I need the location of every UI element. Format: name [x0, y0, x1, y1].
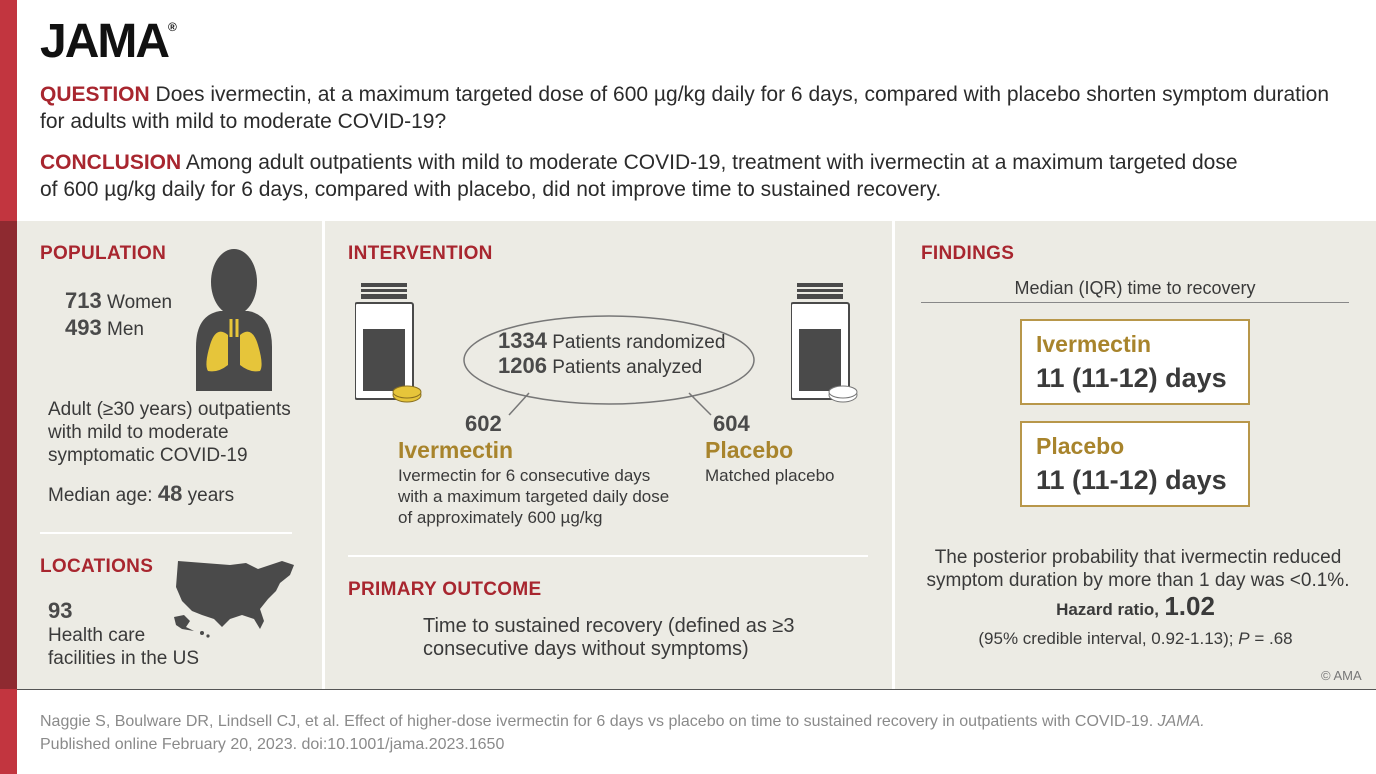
women-count: 713 — [65, 288, 102, 313]
hazard-ratio-label: Hazard ratio, — [1056, 600, 1160, 619]
conclusion-block: CONCLUSION Among adult outpatients with … — [40, 149, 1260, 203]
us-map-icon — [174, 561, 294, 638]
ivermectin-result-value: 11 (11-12) days — [1036, 363, 1227, 393]
intervention-divider — [348, 555, 868, 557]
credible-interval-text: (95% credible interval, 0.92-1.13); — [978, 629, 1234, 648]
analyzed-stat: 1206 Patients analyzed — [498, 354, 702, 379]
locations-description: Health care facilities in the US — [48, 625, 200, 669]
findings-panel: FINDINGS Median (IQR) time to recovery I… — [895, 221, 1376, 689]
question-text: Does ivermectin, at a maximum targeted d… — [40, 83, 1330, 133]
ivermectin-result-box: Ivermectin 11 (11-12) days — [1020, 319, 1250, 405]
findings-divider — [921, 302, 1349, 303]
findings-subheading: Median (IQR) time to recovery — [1014, 278, 1256, 298]
primary-outcome-heading: PRIMARY OUTCOME — [348, 579, 542, 600]
placebo-result-label: Placebo — [1036, 433, 1125, 459]
women-stat: 713 Women — [65, 289, 172, 314]
hazard-ratio-value: 1.02 — [1164, 591, 1215, 621]
population-divider — [40, 532, 292, 534]
locations-number: 93 — [48, 598, 73, 623]
copyright: © AMA — [1321, 668, 1362, 683]
findings-heading: FINDINGS — [921, 243, 1015, 264]
women-label: Women — [107, 292, 173, 313]
arm2-count-value: 604 — [713, 411, 750, 436]
intervention-panel: INTERVENTION 1334 Patients randomized 12… — [325, 221, 892, 689]
median-age: Median age: 48 years — [48, 482, 234, 507]
trademark-symbol: ® — [168, 20, 177, 34]
hazard-ratio: Hazard ratio, 1.02 — [895, 593, 1376, 621]
median-age-label: Median age: — [48, 485, 153, 506]
primary-outcome-text: Time to sustained recovery (defined as ≥… — [423, 615, 795, 660]
arm1-count: 602 — [465, 412, 502, 437]
conclusion-label: CONCLUSION — [40, 151, 182, 174]
person-lungs-icon — [196, 249, 272, 391]
placebo-result-box: Placebo 11 (11-12) days — [1020, 421, 1250, 507]
median-age-value: 48 — [157, 481, 183, 506]
analyzed-label: Patients analyzed — [552, 357, 703, 378]
locations-count: 93 — [48, 599, 72, 624]
randomized-count: 1334 — [498, 328, 547, 353]
randomized-ellipse — [463, 315, 755, 416]
jama-logo: JAMA® — [40, 14, 177, 69]
men-stat: 493 Men — [65, 316, 144, 341]
question-block: QUESTION Does ivermectin, at a maximum t… — [40, 81, 1350, 135]
arm2-count: 604 — [713, 412, 750, 437]
arm2-name: Placebo — [705, 437, 794, 463]
arm2-description: Matched placebo — [705, 466, 835, 485]
p-label: P — [1238, 629, 1250, 648]
locations-heading: LOCATIONS — [40, 556, 154, 577]
accent-bar-dark — [0, 221, 17, 689]
conclusion-text: Among adult outpatients with mild to mod… — [40, 151, 1238, 201]
placebo-result-value: 11 (11-12) days — [1036, 465, 1227, 495]
population-panel: POPULATION 713 Women 493 Men Adult (≥30 … — [17, 221, 322, 689]
p-value: = .68 — [1254, 629, 1293, 648]
arm1-name: Ivermectin — [398, 437, 514, 463]
population-description: Adult (≥30 years) outpatients with mild … — [48, 399, 291, 466]
randomized-label: Patients randomized — [552, 332, 726, 353]
arm1-count-value: 602 — [465, 411, 502, 436]
ivermectin-result-label: Ivermectin — [1036, 331, 1152, 357]
question-label: QUESTION — [40, 83, 150, 106]
credible-interval: (95% credible interval, 0.92-1.13); P = … — [895, 627, 1376, 650]
arm1-description: Ivermectin for 6 consecutive days with a… — [398, 466, 670, 527]
population-heading: POPULATION — [40, 243, 167, 264]
men-label: Men — [107, 319, 144, 340]
ivermectin-bottle-icon — [355, 283, 422, 403]
men-count: 493 — [65, 315, 102, 340]
citation: Naggie S, Boulware DR, Lindsell CJ, et a… — [40, 710, 1350, 756]
posterior-probability-text: The posterior probability that ivermecti… — [926, 547, 1350, 591]
placebo-bottle-icon — [791, 283, 858, 403]
intervention-heading: INTERVENTION — [348, 243, 493, 264]
logo-text: JAMA — [40, 15, 170, 68]
median-age-unit: years — [187, 485, 235, 506]
analyzed-count: 1206 — [498, 353, 547, 378]
citation-authors: Naggie S, Boulware DR, Lindsell CJ, et a… — [40, 713, 1154, 730]
footer-divider — [17, 689, 1376, 690]
citation-journal: JAMA. — [1157, 713, 1205, 730]
randomized-stat: 1334 Patients randomized — [498, 329, 725, 354]
citation-published: Published online February 20, 2023. doi:… — [40, 736, 505, 753]
